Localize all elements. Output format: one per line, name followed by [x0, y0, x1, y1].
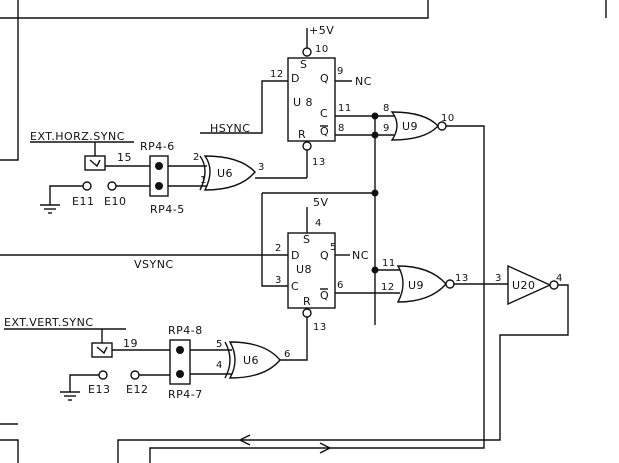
vcc-bottom-label: 5V: [313, 196, 329, 209]
nor-bottom-out: 13: [455, 273, 469, 284]
ff-bottom-c-pin: 3: [275, 275, 282, 286]
ff-bottom-pin-s-label: S: [303, 233, 310, 246]
hsync-wire: [200, 80, 288, 134]
nor-gate-top: U9 8 9 10: [383, 103, 455, 141]
ff-bottom-nc: NC: [352, 249, 369, 262]
ff-top-r-pin: 13: [312, 157, 326, 168]
flipflop-top: S D Q U 8 C R Q +5V 10 9 NC 13: [287, 24, 372, 178]
nor-top-name: U9: [402, 120, 418, 133]
xor-bottom-in1: 5: [216, 339, 223, 350]
tp-e12: [130, 370, 140, 380]
ground-bottom-icon: [60, 391, 80, 401]
ff-top-d-pin: 12: [270, 69, 284, 80]
xor-bottom-name: U6: [243, 354, 259, 367]
ff-bottom-pin-d-label: D: [291, 249, 300, 262]
xor-bottom-out-wire: [280, 355, 308, 361]
ff-bottom-r-bubble: [302, 308, 312, 318]
buffer-out-pin: 4: [556, 273, 563, 284]
tp-e13: [98, 370, 108, 380]
ff-top-pin-r-label: R: [298, 128, 306, 141]
gnd-top-wire: [49, 185, 83, 205]
buffer-output-wire: [117, 284, 569, 463]
ff-bottom-d-pin: 2: [275, 243, 282, 254]
xor-bottom-in2: 4: [216, 360, 223, 371]
jumper-bottom-upper: RP4-8: [168, 324, 203, 337]
nor-top-in1: 8: [383, 103, 390, 114]
jumper-top: RP4-6 RP4-5: [140, 140, 185, 216]
nor-bottom-in1: 11: [382, 258, 396, 269]
ff-top-qbar-pin: 8: [338, 123, 345, 134]
nor-top-out: 10: [441, 113, 455, 124]
buffer-u20[interactable]: U20 3 4: [495, 264, 563, 306]
gnd-bottom-wire: [69, 374, 99, 392]
ff-top-s-pin: 10: [315, 44, 329, 55]
xor-gate-top: U6 2 1 3: [193, 152, 265, 191]
xor-top-in2: 1: [200, 175, 207, 186]
jumper-top-lower: RP4-5: [150, 203, 185, 216]
ff-top-c-pin: 11: [338, 103, 352, 114]
xor-top-in1: 2: [193, 152, 200, 163]
tp-e10-label: E10: [104, 195, 126, 208]
ff-bottom-s-pin: 4: [315, 218, 322, 229]
ff-bottom-pin-r-label: R: [303, 295, 311, 308]
jumper-bottom-lower: RP4-7: [168, 388, 203, 401]
ff-bottom-pin-c-label: C: [291, 280, 299, 293]
jumper-top-upper: RP4-6: [140, 140, 175, 153]
nor-gate-bottom: U9 11 12 13: [381, 258, 469, 303]
arrow-top: [319, 442, 332, 454]
ff-top-name: U 8: [293, 96, 313, 109]
hsync-label: HSYNC: [210, 122, 250, 135]
ff-bottom-pin-qbar-label: Q: [320, 289, 329, 302]
jumper-bottom: RP4-8 RP4-7: [168, 324, 203, 401]
ff-bottom-q-pin: 5: [330, 242, 337, 253]
ground-top-icon: [40, 204, 60, 214]
ff-top-pin-q-label: Q: [320, 72, 329, 85]
ext-horz-pin: 15: [117, 151, 132, 164]
ext-vert-sync-label: EXT.VERT.SYNC: [4, 316, 94, 329]
nor-top-in2: 9: [383, 123, 390, 134]
ff-top-pin-qbar-label: Q: [320, 125, 329, 138]
xor-top-name: U6: [217, 167, 233, 180]
arrow-bottom: [238, 434, 251, 446]
buffer-name: U20: [512, 279, 536, 292]
buffer-in-pin: 3: [495, 273, 502, 284]
ff-top-pin-s-label: S: [300, 58, 307, 71]
xor-top-out: 3: [258, 162, 265, 173]
ff-bottom-pin-q-label: Q: [320, 249, 329, 262]
xor-bottom-out: 6: [284, 349, 291, 360]
nor-top-output-wire: [149, 125, 485, 463]
ff-top-nc: NC: [355, 75, 372, 88]
vcc-top-label: +5V: [309, 24, 334, 37]
ff-top-q-pin: 9: [337, 66, 344, 77]
ext-vert-sync-connector[interactable]: [91, 342, 113, 358]
tp-e10: [107, 181, 117, 191]
nor-bottom-name: U9: [408, 279, 424, 292]
nor-bottom-in2: 12: [381, 282, 395, 293]
ff-top-r-bubble: [302, 141, 312, 151]
ff-top-pin-d-label: D: [291, 72, 300, 85]
tp-e12-label: E12: [126, 383, 148, 396]
tp-e11: [82, 181, 92, 191]
xor-gate-bottom: U6 5 4 6: [216, 339, 291, 379]
ext-horz-sync-connector[interactable]: [84, 155, 106, 171]
ff-bottom-r-pin: 13: [313, 322, 327, 333]
ff-top-s-bubble: [302, 47, 312, 57]
tp-e11-label: E11: [72, 195, 94, 208]
ff-top-pin-c-label: C: [320, 107, 328, 120]
ff-bottom-qbar-pin: 6: [337, 280, 344, 291]
ext-horz-sync-label: EXT.HORZ.SYNC: [30, 130, 125, 143]
tp-e13-label: E13: [88, 383, 110, 396]
vsync-label: VSYNC: [134, 258, 174, 271]
ff-bottom-c-wire: [261, 193, 288, 287]
flipflop-bottom: S D Q U8 C R Q 5V 4 5 NC 13: [287, 196, 369, 355]
ff-bottom-name: U8: [296, 263, 312, 276]
ext-vert-pin: 19: [123, 337, 138, 350]
